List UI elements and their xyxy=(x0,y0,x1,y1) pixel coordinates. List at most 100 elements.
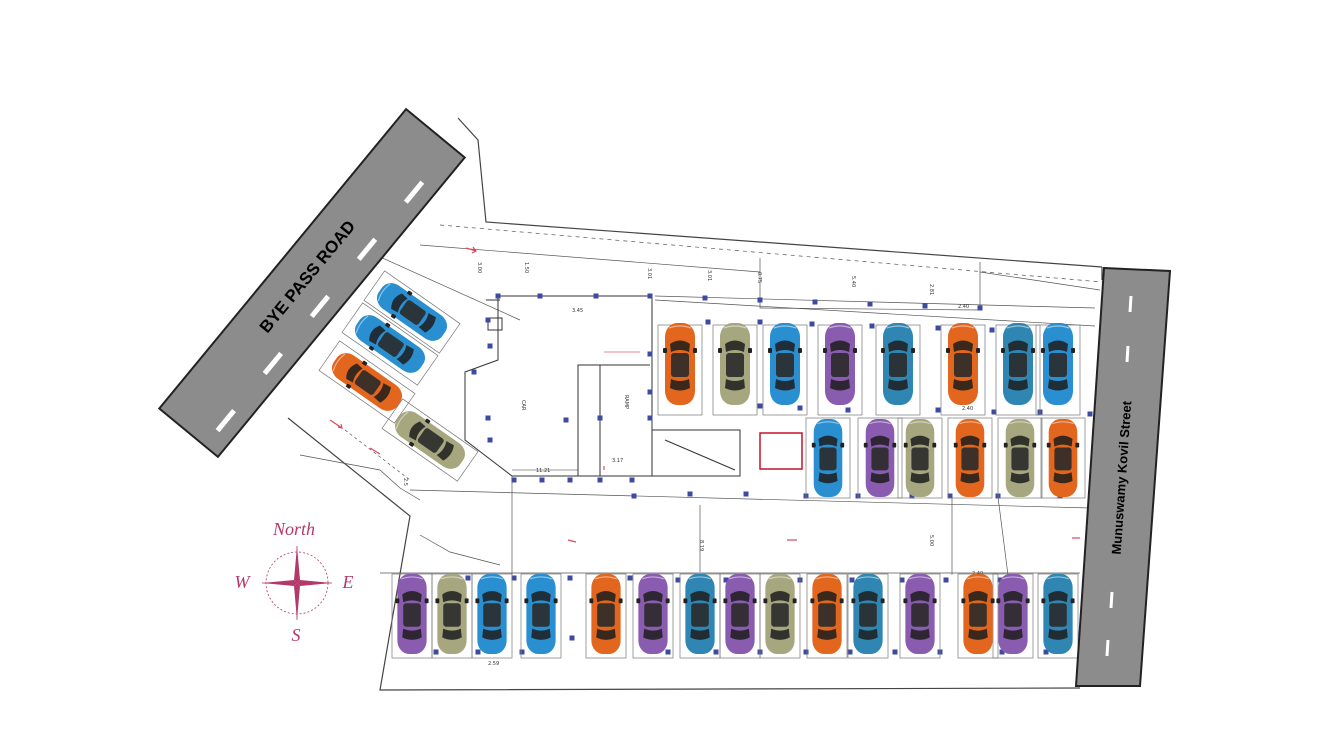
car-olive xyxy=(388,404,472,476)
structural-column xyxy=(743,491,749,497)
svg-text:2.40: 2.40 xyxy=(958,304,969,310)
dimension-annotations: 3.45 11.21 3.17 CAR RAMP 3.00 1.50 3.01 … xyxy=(402,262,983,667)
parking-bay xyxy=(381,398,479,482)
bye-pass-road-markings xyxy=(215,180,425,433)
car-orange xyxy=(961,573,995,655)
car-purple xyxy=(863,418,897,498)
parking-bay xyxy=(997,417,1043,499)
setback-lines xyxy=(299,224,1103,576)
structural-column xyxy=(892,649,898,655)
structural-column xyxy=(713,649,719,655)
car-blue xyxy=(524,573,558,655)
structural-column xyxy=(943,577,949,583)
structural-column xyxy=(723,577,729,583)
structural-column xyxy=(495,293,501,299)
car-purple xyxy=(636,573,670,655)
structural-column xyxy=(563,417,569,423)
structural-column xyxy=(485,317,491,323)
bye-pass-road-surface xyxy=(157,107,467,459)
structural-column xyxy=(702,295,708,301)
svg-text:RAMP: RAMP xyxy=(623,395,629,409)
parking-bay xyxy=(341,302,439,386)
car-blue xyxy=(1041,322,1075,406)
svg-text:5.00: 5.00 xyxy=(928,535,934,546)
structural-column xyxy=(991,409,997,415)
svg-text:CAR: CAR xyxy=(520,400,526,411)
structural-column xyxy=(803,649,809,655)
car-olive xyxy=(435,573,469,655)
structural-column xyxy=(947,493,953,499)
compass-south-label: S xyxy=(292,625,301,645)
svg-text:1.50: 1.50 xyxy=(523,262,529,273)
svg-text:2.5: 2.5 xyxy=(402,478,408,486)
structural-column xyxy=(757,319,763,325)
structural-column xyxy=(569,635,575,641)
munuswamy-kovil-street: Munuswamy Kovil Street xyxy=(1074,266,1172,687)
structural-column xyxy=(567,477,573,483)
parking-bay xyxy=(318,340,416,424)
car-olive xyxy=(718,322,752,406)
structural-column xyxy=(647,389,653,395)
structural-column xyxy=(899,577,905,583)
car-blue xyxy=(811,418,845,498)
car-orange xyxy=(946,322,980,406)
structural-column xyxy=(935,407,941,413)
structural-column xyxy=(757,403,763,409)
car-purple xyxy=(996,573,1030,655)
car-orange xyxy=(810,573,844,655)
car-orange xyxy=(589,573,623,655)
structural-column xyxy=(511,477,517,483)
svg-text:5.40: 5.40 xyxy=(850,276,856,287)
structural-column xyxy=(847,649,853,655)
site-boundary xyxy=(287,117,1103,691)
parked-cars xyxy=(325,276,1080,655)
car-teal xyxy=(1041,573,1075,655)
car-orange xyxy=(1046,418,1080,498)
parking-bay xyxy=(947,417,993,499)
structural-column xyxy=(665,649,671,655)
structural-column xyxy=(627,575,633,581)
car-purple xyxy=(723,573,757,655)
car-blue xyxy=(768,322,802,406)
structural-column xyxy=(539,477,545,483)
structural-column xyxy=(465,575,471,581)
car-olive xyxy=(903,418,937,498)
structural-column xyxy=(922,303,928,309)
structural-column xyxy=(812,299,818,305)
svg-text:11.21: 11.21 xyxy=(536,468,550,474)
structural-column xyxy=(647,415,653,421)
structural-column xyxy=(997,577,1003,583)
structural-column xyxy=(629,477,635,483)
car-purple xyxy=(903,573,937,655)
car-orange xyxy=(953,418,987,498)
car-teal xyxy=(881,322,915,406)
car-orange xyxy=(663,322,697,406)
svg-text:0.75: 0.75 xyxy=(756,272,762,283)
structural-column xyxy=(511,575,517,581)
parking-bay xyxy=(805,417,851,499)
structural-column xyxy=(631,493,637,499)
structural-column xyxy=(809,321,815,327)
structural-column xyxy=(757,297,763,303)
structural-column xyxy=(675,577,681,583)
structural-column xyxy=(1087,411,1093,417)
structural-column xyxy=(935,325,941,331)
svg-text:3.17: 3.17 xyxy=(612,458,623,464)
car-teal xyxy=(851,573,885,655)
structural-column xyxy=(647,293,653,299)
compass-north-label: North xyxy=(272,519,315,539)
structural-column xyxy=(433,649,439,655)
structural-column xyxy=(475,649,481,655)
compass-west-label: W xyxy=(235,572,252,592)
parking-bay xyxy=(857,417,903,499)
structural-column xyxy=(705,319,711,325)
svg-text:2.40: 2.40 xyxy=(962,406,973,412)
svg-text:3.00: 3.00 xyxy=(476,262,482,273)
car-purple xyxy=(823,322,857,406)
svg-text:3.45: 3.45 xyxy=(572,308,583,314)
structural-column xyxy=(519,649,525,655)
munuswamy-kovil-street-markings xyxy=(1105,295,1133,657)
structural-column xyxy=(869,323,875,329)
structural-column xyxy=(687,491,693,497)
